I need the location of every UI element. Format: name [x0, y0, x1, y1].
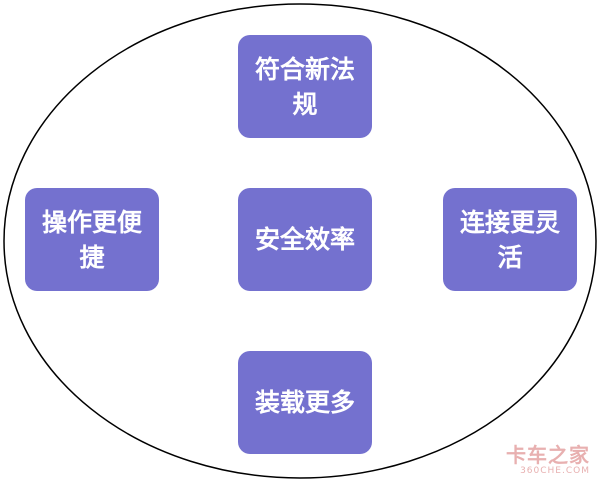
node-bottom-label: 装载更多	[254, 388, 355, 417]
watermark-main: 卡车之家	[506, 443, 590, 467]
node-bottom: 装载更多	[238, 351, 372, 454]
node-right-label: 连接更灵活	[459, 207, 560, 272]
node-top-label: 符合新法规	[254, 54, 355, 119]
watermark-sub: 360CHE.COM	[520, 466, 590, 476]
node-left: 操作更便捷	[25, 188, 159, 291]
node-top: 符合新法规	[238, 35, 372, 138]
watermark-logo: 卡车之家 360CHE.COM	[506, 444, 590, 476]
node-center: 安全效率	[238, 188, 372, 291]
node-right: 连接更灵活	[443, 188, 577, 291]
node-center-label: 安全效率	[254, 225, 355, 254]
node-left-label: 操作更便捷	[41, 207, 142, 272]
